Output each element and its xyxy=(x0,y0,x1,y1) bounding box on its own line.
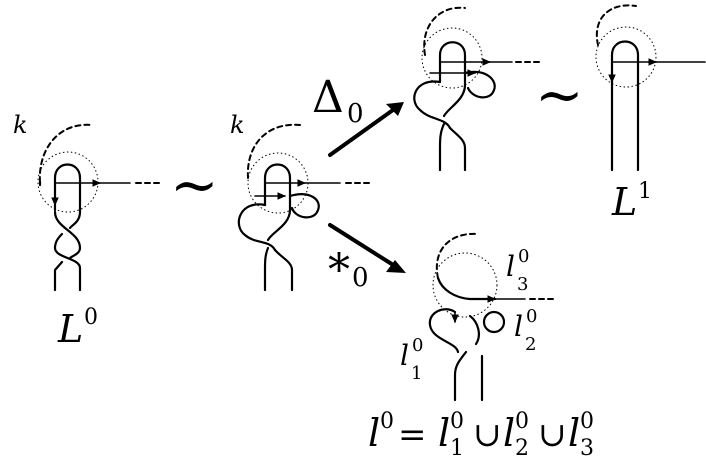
arrow-delta xyxy=(328,103,402,157)
label-L0: L xyxy=(57,307,83,351)
svg-text:=: = xyxy=(398,415,427,455)
twist-mid xyxy=(263,208,294,292)
svg-text:0: 0 xyxy=(515,409,529,434)
arrow-star-head xyxy=(386,260,406,273)
clasp-loop-mid xyxy=(263,163,292,212)
svg-text:3: 3 xyxy=(517,274,528,295)
small-loop-mid xyxy=(288,193,320,219)
diagram-delta-result xyxy=(413,6,541,172)
dotted-disk-L1 xyxy=(595,26,657,88)
label-L0-sup: 0 xyxy=(84,305,98,330)
label-k-left: k xyxy=(13,111,28,139)
diagram-middle: k xyxy=(230,111,371,292)
svg-text:0: 0 xyxy=(518,246,529,267)
component-k-arc-L1 xyxy=(595,4,637,46)
dotted-disk xyxy=(37,151,99,213)
svg-text:0: 0 xyxy=(450,409,464,434)
svg-text:0: 0 xyxy=(580,409,594,434)
label-delta-sub: 0 xyxy=(347,99,364,129)
svg-text:l: l xyxy=(368,411,380,455)
dotted-disk-bottom xyxy=(432,252,498,318)
clasp-loop-top xyxy=(438,41,467,87)
component-k-arc-bottom xyxy=(435,232,479,279)
label-l3: l 0 3 xyxy=(506,246,529,295)
component-k-arc-top xyxy=(423,6,466,56)
svg-text:l: l xyxy=(503,411,515,455)
twist-top xyxy=(438,83,467,172)
dotted-disk-top xyxy=(421,27,483,89)
component-k-arc-mid xyxy=(246,123,301,179)
label-l1: l 0 1 xyxy=(400,335,423,384)
clasp-loop-L1 xyxy=(610,40,640,172)
equivalence-left: ~ xyxy=(170,151,219,219)
label-star: * xyxy=(328,245,350,296)
label-L1-sup: 1 xyxy=(638,179,652,204)
svg-text:0: 0 xyxy=(380,409,394,434)
svg-text:1: 1 xyxy=(450,436,464,458)
svg-text:l: l xyxy=(506,250,515,283)
twist-region xyxy=(53,210,82,250)
equivalence-right: ~ xyxy=(535,61,584,129)
twist-lower xyxy=(53,246,82,292)
left-bulge-top xyxy=(413,80,452,130)
component-l2 xyxy=(482,310,506,334)
svg-text:l: l xyxy=(400,339,409,372)
diagram-star-result: l 0 3 l 0 2 l 0 1 xyxy=(400,232,557,402)
label-k-mid: k xyxy=(230,111,245,139)
label-delta: Δ xyxy=(312,72,344,123)
svg-text:l: l xyxy=(438,411,450,455)
svg-text:2: 2 xyxy=(515,436,529,458)
svg-text:2: 2 xyxy=(525,334,536,355)
svg-text:0: 0 xyxy=(412,335,423,356)
diagram-L0: k L 0 xyxy=(13,111,161,351)
label-star-sub: 0 xyxy=(352,263,369,293)
small-loop-top xyxy=(463,70,496,99)
clasp-loop xyxy=(53,163,82,214)
svg-text:0: 0 xyxy=(526,306,537,327)
svg-text:l: l xyxy=(568,411,580,455)
svg-text:∪: ∪ xyxy=(473,415,502,455)
component-k-arc xyxy=(38,123,93,183)
arrow-star xyxy=(328,223,400,270)
label-l2: l 0 2 xyxy=(514,306,537,355)
svg-text:3: 3 xyxy=(580,436,594,458)
label-L1: L xyxy=(611,180,637,224)
equation-l0: l 0 = l 0 1 ∪ l 0 2 ∪ l 0 3 xyxy=(368,409,594,458)
left-bulge-mid xyxy=(237,203,277,252)
component-l3 xyxy=(436,276,497,301)
svg-text:l: l xyxy=(514,310,523,343)
component-l1 xyxy=(428,308,484,402)
svg-text:1: 1 xyxy=(411,363,422,384)
arrow-delta-head xyxy=(386,102,404,116)
svg-text:∪: ∪ xyxy=(538,415,567,455)
diagram-L1: L 1 xyxy=(595,4,706,224)
